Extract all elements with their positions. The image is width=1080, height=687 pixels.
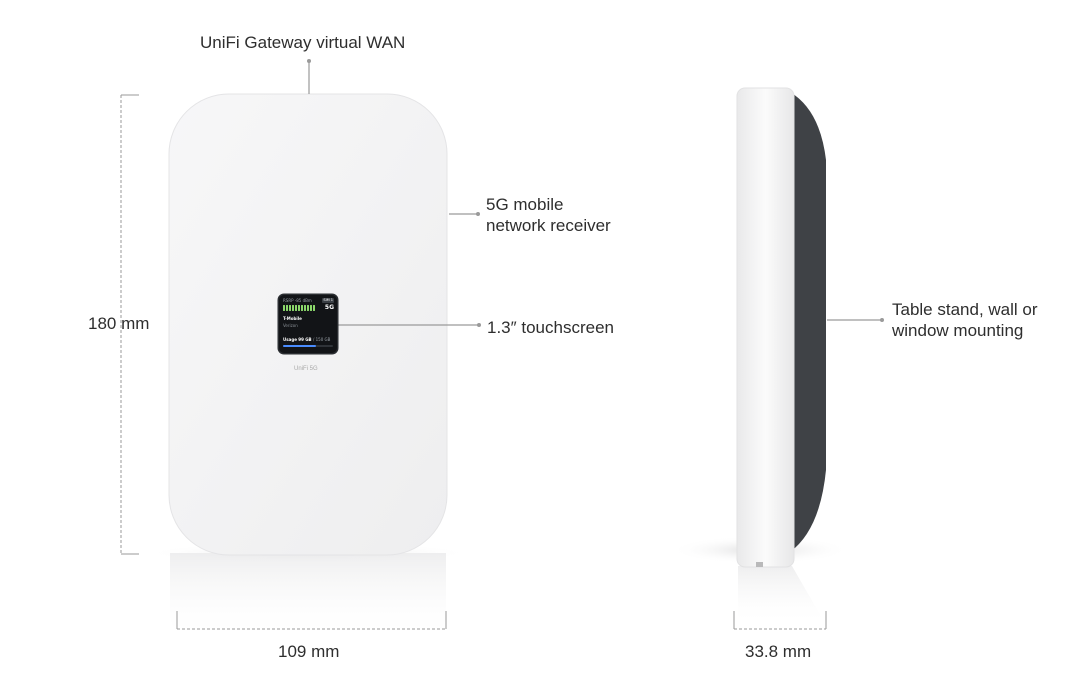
side-dark-panel [790, 92, 826, 552]
screen-usage: Usage 99 GB / 150 GB [283, 337, 331, 342]
screen-usage-fill [283, 345, 316, 347]
receiver-label-line2: network receiver [486, 216, 611, 235]
side-view [670, 87, 850, 625]
mount-callout-dot [880, 318, 884, 322]
height-dimension-label: 180 mm [88, 314, 150, 333]
screen-network-generation: 5G [324, 304, 334, 311]
device-logo: UniFi 5G [294, 366, 318, 372]
dimension-lines [120, 94, 827, 630]
signal-bars-icon [283, 305, 315, 311]
side-reflection [738, 566, 826, 625]
width-dimension-label: 109 mm [278, 642, 340, 661]
side-housing [736, 87, 795, 568]
front-reflection [170, 553, 446, 640]
callout-lines [307, 59, 884, 327]
mount-label-line1: Table stand, wall or [892, 300, 1038, 319]
touchscreen-callout-dot [477, 323, 481, 327]
wan-callout-dot [307, 59, 311, 63]
receiver-callout-dot [476, 212, 480, 216]
receiver-label-line1: 5G mobile [486, 195, 564, 214]
screen-rsrp: RSRP -85 dBm [283, 298, 312, 303]
touchscreen-label: 1.3″ touchscreen [487, 318, 614, 337]
screen-usage-bar [283, 345, 333, 347]
touchscreen-display: RSRP -85 dBm SIM 1 5G T-Mobile Verizon U… [279, 295, 337, 353]
depth-dimension-label: 33.8 mm [745, 642, 812, 661]
screen-carrier: T-Mobile [283, 316, 302, 321]
screen-carrier-secondary: Verizon [283, 323, 298, 328]
screen-sim-badge: SIM 1 [322, 298, 334, 303]
side-port [756, 562, 763, 567]
wan-label: UniFi Gateway virtual WAN [200, 33, 406, 52]
mount-label-line2: window mounting [892, 321, 1024, 340]
